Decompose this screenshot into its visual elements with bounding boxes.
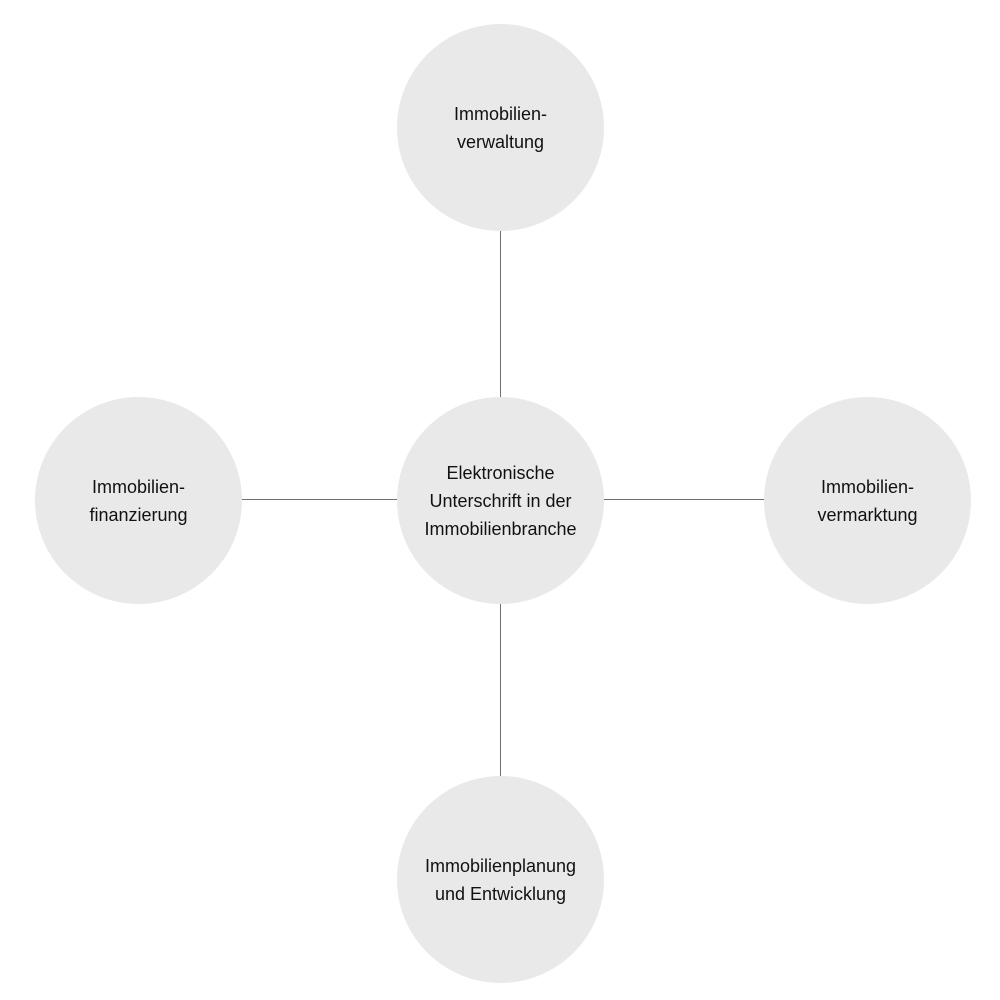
node-label: Immobilienplanung und Entwicklung <box>424 855 577 904</box>
node-immobilienverwaltung: Immobilien- verwaltung <box>397 24 604 231</box>
node-immobilienfinanzierung: Immobilien- finanzierung <box>35 397 242 604</box>
node-immobilienplanung: Immobilienplanung und Entwicklung <box>397 776 604 983</box>
node-label: Immobilien- finanzierung <box>89 476 188 525</box>
connector-bottom <box>500 604 501 776</box>
node-label: Immobilien- vermarktung <box>817 476 918 525</box>
node-center-topic: Elektronische Unterschrift in der Immobi… <box>397 397 604 604</box>
node-immobilienvermarktung: Immobilien- vermarktung <box>764 397 971 604</box>
connector-top <box>500 231 501 397</box>
connector-left <box>242 499 397 500</box>
connector-right <box>604 499 764 500</box>
center-label: Elektronische Unterschrift in der Immobi… <box>424 462 577 539</box>
node-label: Immobilien- verwaltung <box>453 103 548 152</box>
